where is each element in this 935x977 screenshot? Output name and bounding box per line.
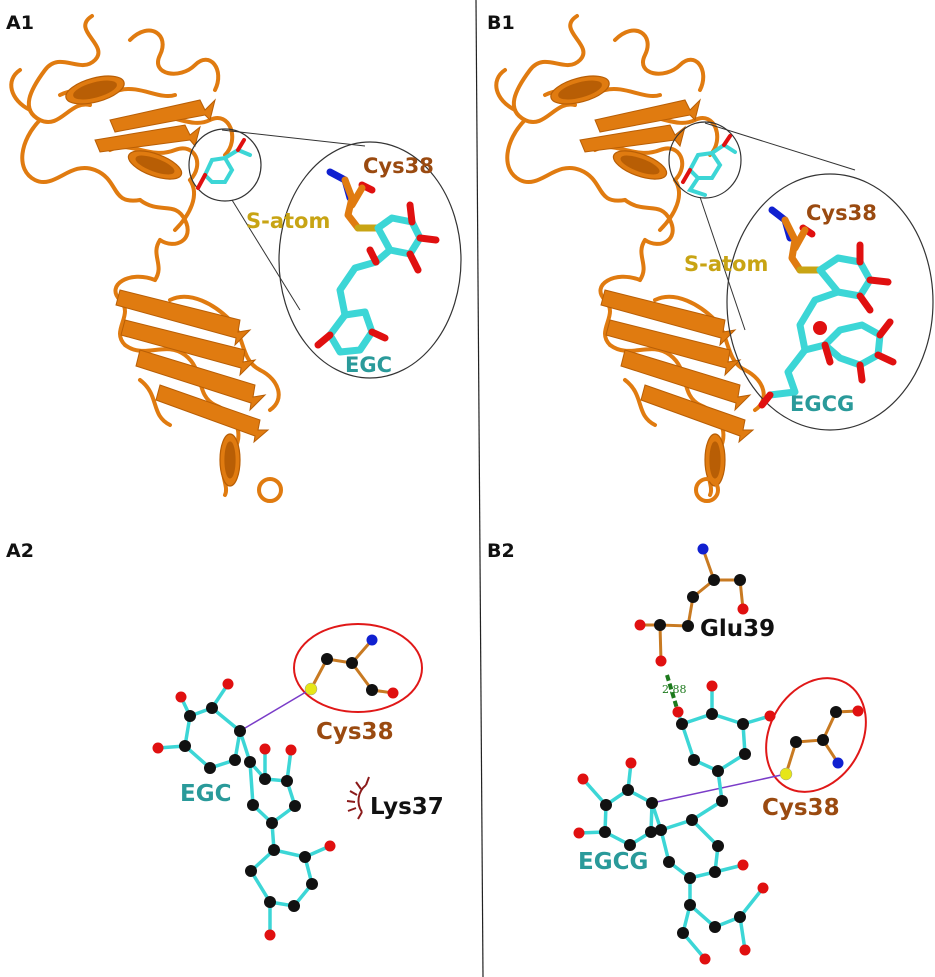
zoom-ellipse-a1 [278,141,462,379]
ligand-sticks-small-b1 [681,134,737,197]
panel-a2-interaction-diagram: Cys38 EGC Lys37 [152,623,444,941]
partner-label-b2: Glu39 [700,616,775,642]
s-atom-label-b1: S-atom [684,252,768,276]
glu39-bonds [640,548,745,662]
sulfur-atom-a2 [304,682,318,696]
hydrogen-bond-b2 [665,674,680,713]
ligand-label-a1: EGC [345,353,392,377]
carbon-atoms-a2 [179,653,378,912]
residue-label-b2: Cys38 [762,795,840,821]
ligand-sticks-a1 [314,168,440,356]
panel-label-a2: A2 [6,540,34,562]
hbond-distance-label: 2.88 [662,683,687,696]
zoom-source-circle-b1 [668,121,742,199]
ligand-sticks-b1 [758,206,897,409]
contact-label-a2: Lys37 [370,794,444,820]
zoom-source-circle-a1 [188,128,262,202]
residue-label-a2: Cys38 [316,719,394,745]
zoom-line-top-a1 [221,129,366,147]
protein-helices [550,75,726,503]
oxygen-atoms-b2 [573,603,864,965]
panel-divider [475,0,484,977]
protein-sheets [94,98,270,444]
panel-label-b2: B2 [487,540,515,562]
oxygen-atoms-a2 [152,678,399,941]
hydrophobic-contact-icon [346,776,370,820]
ligand-label-a2: EGC [180,781,231,807]
ligand-label-b1: EGCG [790,392,854,416]
ligand-label-b2: EGCG [578,849,648,875]
zoom-callout-a1: Cys38 S-atom EGC [188,128,462,379]
zoom-line-bottom-b1 [699,196,746,331]
carbon-atoms-b2 [599,574,842,939]
panel-label-b1: B1 [487,12,515,34]
zoom-line-top-b1 [704,122,856,171]
protein-helices [65,75,283,503]
zoom-ellipse-b1 [726,173,934,431]
zoom-line-bottom-a1 [231,199,301,311]
residue-highlight-circle-a2 [293,623,423,713]
ligand-sticks-small-a1 [196,138,252,190]
nitrogen-atom-cys38-b2 [832,757,844,769]
zoom-callout-b1: Cys38 S-atom EGCG [668,121,934,431]
panel-b2-interaction-diagram: 2.88 Glu39 Cys38 EGCG [573,543,867,965]
s-atom-label-a1: S-atom [246,209,330,233]
residue-label-a1: Cys38 [363,154,434,178]
panel-a1-protein-structure [9,14,283,503]
ligand-bonds-a2 [157,683,331,935]
residue-label-b1: Cys38 [806,201,877,225]
panel-b1-protein-structure [494,14,766,503]
residue-highlight-circle-b2 [765,677,867,793]
covalent-link-a2 [239,688,312,732]
nitrogen-atom-a2 [366,634,378,646]
nitrogen-atom-glu39 [697,543,709,555]
sulfur-atom-b2 [779,767,793,781]
panel-label-a1: A1 [6,12,34,34]
protein-sheets [579,98,755,444]
